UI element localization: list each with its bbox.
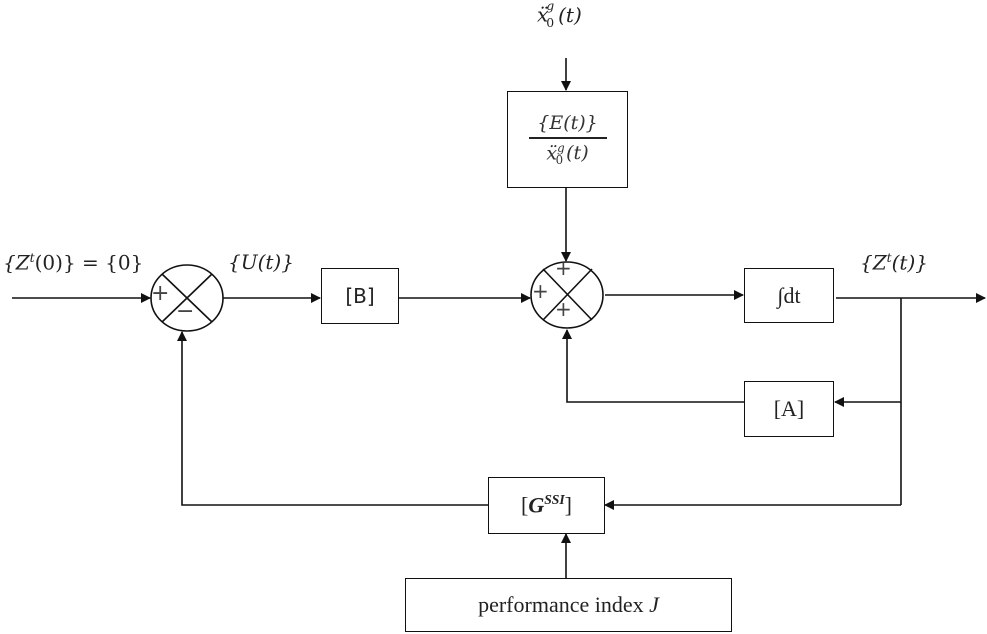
excitation-numerator: {E(t)} bbox=[537, 112, 598, 135]
denominator-sup: g bbox=[557, 140, 565, 155]
system-matrix-block: [A] bbox=[744, 381, 834, 437]
integrator-label: ∫dt bbox=[777, 282, 801, 308]
input-matrix-block: [B] bbox=[321, 268, 399, 324]
denominator-arg: (t) bbox=[566, 142, 589, 165]
junction-1-plus-sign: + bbox=[151, 281, 170, 306]
initial-state-label: {Zt(0)} = {0} bbox=[3, 250, 143, 275]
gain-block: [GSSI] bbox=[488, 477, 605, 534]
gain-close-bracket: ] bbox=[564, 492, 572, 518]
ground-accel-sup: g bbox=[546, 0, 555, 13]
control-force-label: {U(t)} bbox=[228, 250, 294, 274]
junction-2-bottom-plus-sign: + bbox=[555, 297, 572, 321]
gain-base: G bbox=[528, 492, 545, 518]
state-output-label: {Zt(t)} bbox=[860, 250, 928, 275]
ground-accel-label: ẍg0(t) bbox=[537, 0, 582, 30]
initial-state-open: {Z bbox=[3, 250, 30, 275]
state-output-open: {Z bbox=[860, 250, 887, 275]
performance-index-text: performance index bbox=[478, 592, 644, 617]
ground-accel-arg: (t) bbox=[558, 2, 582, 27]
junction-1-cross-b bbox=[161, 273, 213, 323]
gain-feedback-line bbox=[177, 331, 488, 506]
excitation-fraction: {E(t)} ẍg0(t) bbox=[528, 112, 607, 167]
summing-junction-2 bbox=[530, 261, 604, 329]
input-matrix-label: [B] bbox=[345, 284, 375, 308]
gain-open-bracket: [ bbox=[520, 492, 529, 518]
performance-index-symbol: J bbox=[649, 592, 659, 617]
performance-index-block: performance index J bbox=[405, 578, 732, 632]
system-matrix-label: [A] bbox=[773, 396, 805, 421]
a-feedback-line bbox=[562, 329, 744, 403]
ground-accel-symbol: ẍ bbox=[537, 2, 549, 27]
denominator-sub: 0 bbox=[555, 152, 564, 167]
junction-2-cross-b bbox=[542, 268, 593, 321]
junction-2-top-plus-sign: + bbox=[555, 256, 572, 280]
excitation-block: {E(t)} ẍg0(t) bbox=[507, 91, 628, 188]
gain-sup: SSI bbox=[544, 492, 565, 508]
junction-2-left-plus-sign: + bbox=[532, 279, 549, 303]
performance-index-label: performance index J bbox=[478, 592, 659, 618]
initial-state-sup: t bbox=[29, 250, 35, 265]
fraction-bar bbox=[528, 137, 607, 139]
integrator-block: ∫dt bbox=[744, 268, 834, 323]
state-output-rest: (t)} bbox=[891, 250, 928, 275]
junction-1-minus-sign: − bbox=[176, 299, 195, 324]
excitation-denominator: ẍg0(t) bbox=[546, 141, 588, 167]
gain-label: [GSSI] bbox=[521, 492, 572, 518]
ground-accel-sub: 0 bbox=[546, 14, 555, 30]
state-output-sup: t bbox=[886, 250, 892, 265]
initial-state-rest: (0)} = {0} bbox=[34, 250, 144, 275]
denominator-base: ẍ bbox=[546, 142, 558, 165]
